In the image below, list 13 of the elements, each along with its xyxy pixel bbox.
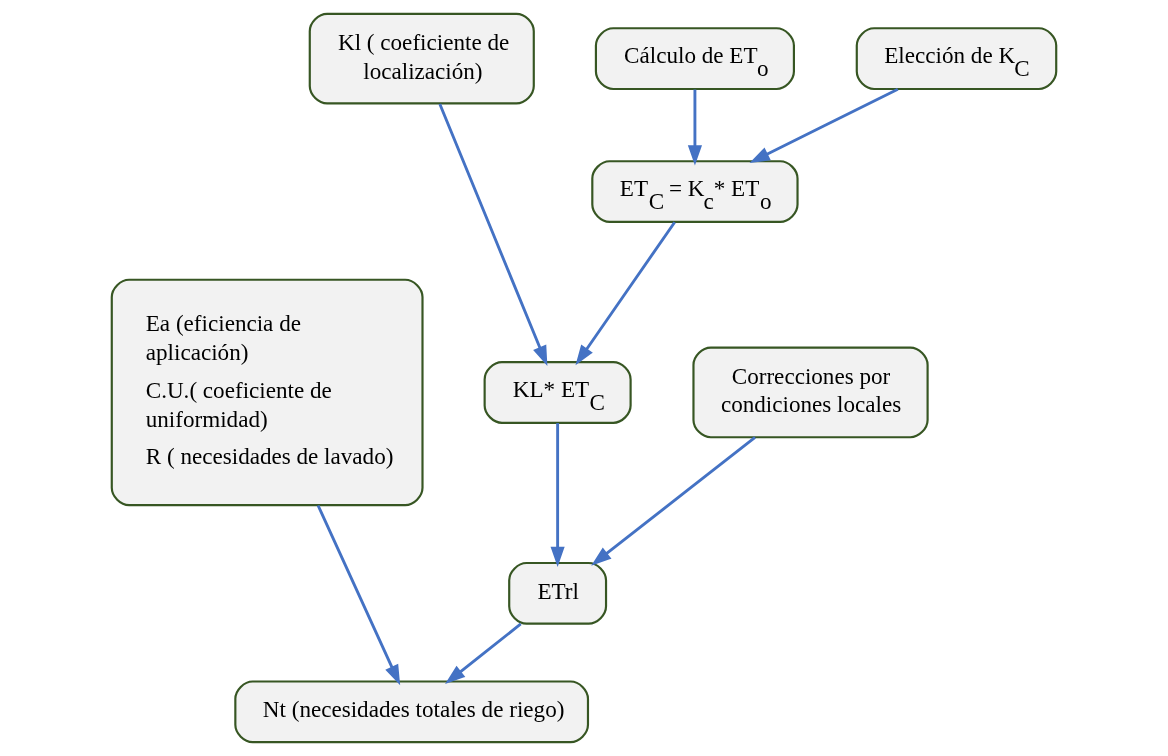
node-box: ETrl (508, 561, 608, 625)
arrow (575, 221, 676, 366)
arrow (438, 103, 548, 367)
arrow (591, 436, 756, 566)
node-box: Ea (eficiencia de aplicación) C.U.( coeficiente de uniformidad) R ( necesidades de lavado) (110, 278, 424, 507)
arrow (749, 87, 899, 163)
node-box: Correcciones por condiciones locales (692, 346, 929, 439)
arrow (687, 89, 702, 166)
arrow (316, 504, 401, 686)
arrow (550, 423, 565, 567)
arrow (445, 622, 522, 684)
node-box: Nt (necesidades totales de riego) (234, 680, 590, 744)
node-box: Kl ( coeficiente de localización) (308, 12, 535, 105)
